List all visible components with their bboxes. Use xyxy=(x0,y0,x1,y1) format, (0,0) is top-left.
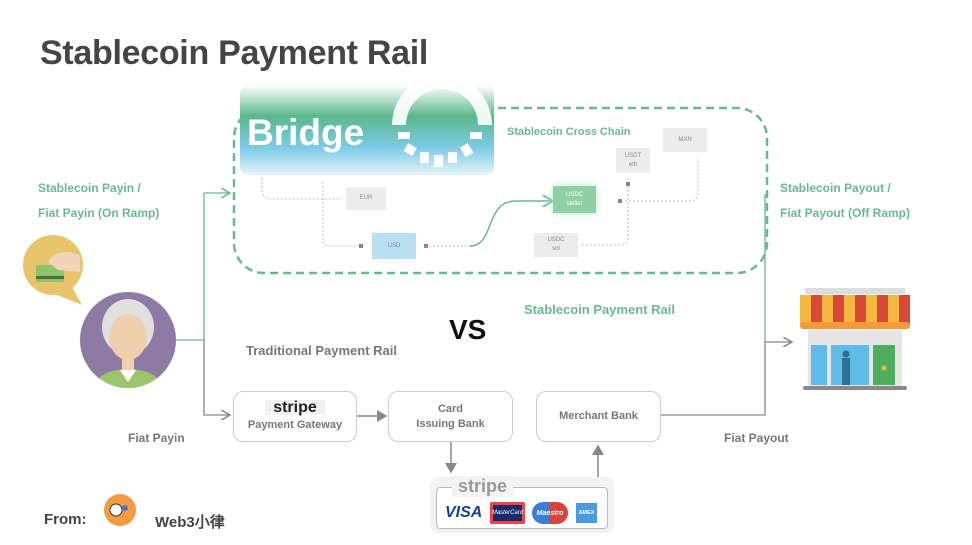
node-label: USDT xyxy=(624,152,642,159)
node-sublabel: stellar xyxy=(566,200,583,207)
merchant-store-icon xyxy=(800,288,910,390)
payout-label-1: Stablecoin Payout / xyxy=(780,181,891,195)
bridge-logo: Bridge xyxy=(247,112,365,153)
fiat-payout-label: Fiat Payout xyxy=(724,431,789,445)
node-label: USDC xyxy=(565,191,583,198)
node-label: EUR xyxy=(359,195,373,201)
amex-logo: AMEX xyxy=(576,503,597,523)
vs-label: VS xyxy=(449,314,487,345)
mastercard-logo: MasterCard xyxy=(490,502,525,524)
fiat-payin-label: Fiat Payin xyxy=(128,431,185,445)
card-networks-panel: stripe VISA MasterCard Maestro AMEX xyxy=(430,476,614,533)
merchant-bank-box: Merchant Bank xyxy=(536,391,661,442)
author-avatar-icon xyxy=(104,494,136,526)
node-mxn: MXN xyxy=(663,128,707,152)
node-usdt-eth: USDT eth xyxy=(616,148,650,173)
page-title: Stablecoin Payment Rail xyxy=(40,34,429,72)
bridge-banner xyxy=(240,85,494,175)
node-usd: USD xyxy=(372,233,416,259)
node-usdc-stellar: USDC stellar xyxy=(553,186,596,213)
stripe-logo: stripe xyxy=(265,400,325,416)
stripe-network-logo: stripe xyxy=(452,476,514,497)
card-bank-label-2: Issuing Bank xyxy=(416,417,485,430)
payin-label-1: Stablecoin Payin / xyxy=(38,181,141,195)
visa-logo: VISA xyxy=(445,504,483,521)
footer-author: Web3小律 xyxy=(155,514,225,531)
card-bank-label: Card xyxy=(437,402,464,415)
footer-from: From: xyxy=(44,511,87,528)
merchant-bank-label: Merchant Bank xyxy=(559,410,638,422)
payout-label-2: Fiat Payout (Off Ramp) xyxy=(780,206,911,220)
node-label: MXN xyxy=(678,136,692,143)
stablecoin-rail-label: Stablecoin Payment Rail xyxy=(524,302,675,317)
node-label: USDC xyxy=(547,237,565,243)
node-label: USD xyxy=(387,242,401,249)
maestro-logo: Maestro xyxy=(532,502,568,524)
payin-label-2: Fiat Payin (On Ramp) xyxy=(38,206,160,220)
cross-chain-label: Stablecoin Cross Chain xyxy=(507,126,631,138)
customer-avatar-icon xyxy=(80,292,176,388)
bridge-logo-ring xyxy=(392,75,492,167)
node-eur: EUR xyxy=(346,187,386,210)
gateway-label: Payment Gateway xyxy=(247,419,343,431)
node-usdc-sol: USDC sol xyxy=(534,233,578,257)
traditional-rail-label: Traditional Payment Rail xyxy=(246,343,397,358)
node-sublabel: eth xyxy=(628,161,638,168)
payment-gateway-box: stripe Payment Gateway xyxy=(233,391,357,442)
node-sublabel: sol xyxy=(552,246,560,252)
card-issuing-bank-box: Card Issuing Bank xyxy=(388,391,513,442)
stablecoin-rail-dashed-box xyxy=(232,106,769,275)
card-payment-bubble-icon xyxy=(23,235,83,305)
